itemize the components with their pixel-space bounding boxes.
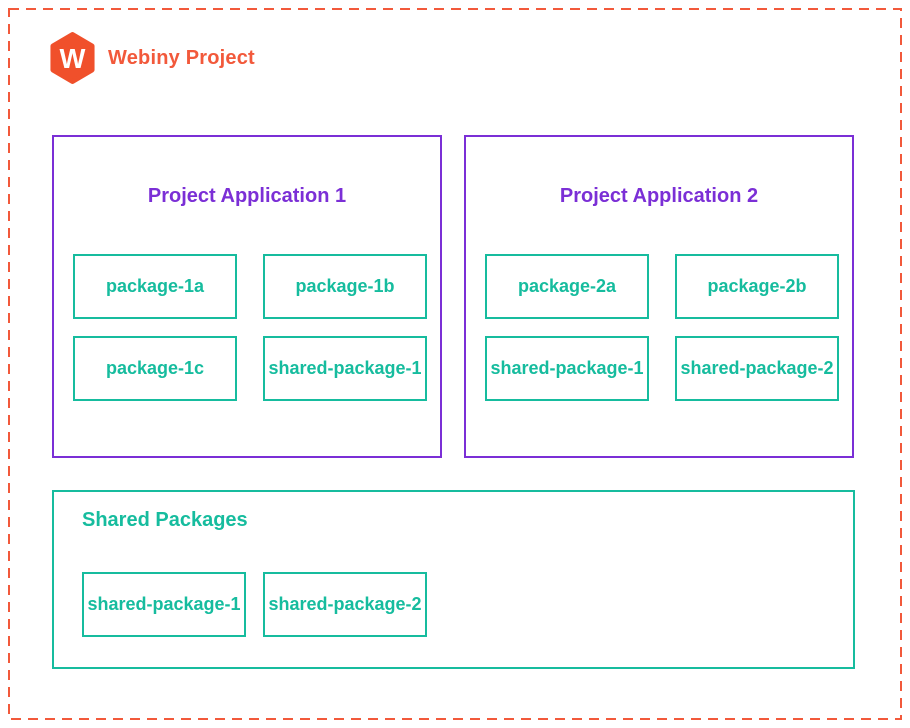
header: W Webiny Project: [48, 31, 255, 85]
page-title: Webiny Project: [108, 46, 255, 69]
project-application-1-title: Project Application 1: [147, 185, 347, 207]
webiny-hexagon-icon: W: [50, 32, 95, 84]
package-box: package-1c: [73, 336, 237, 401]
shared-packages-title: Shared Packages: [82, 509, 248, 531]
project-application-2-packages: package-2a package-2b shared-package-1 s…: [485, 254, 839, 401]
project-application-1-box: Project Application 1 package-1a package…: [52, 135, 442, 458]
package-box: shared-package-1: [485, 336, 649, 401]
package-box: package-1b: [263, 254, 427, 319]
shared-packages-grid: shared-package-1 shared-package-2: [82, 572, 427, 637]
project-application-2-box: Project Application 2 package-2a package…: [464, 135, 854, 458]
shared-packages-box: Shared Packages shared-package-1 shared-…: [52, 490, 855, 669]
package-box: package-2a: [485, 254, 649, 319]
project-application-2-title: Project Application 2: [559, 185, 759, 207]
applications-row: Project Application 1 package-1a package…: [52, 135, 854, 458]
webiny-logo-letter: W: [60, 43, 86, 74]
package-box: shared-package-2: [675, 336, 839, 401]
package-box: shared-package-2: [263, 572, 427, 637]
package-box: package-1a: [73, 254, 237, 319]
package-box: shared-package-1: [263, 336, 427, 401]
package-box: shared-package-1: [82, 572, 246, 637]
package-box: package-2b: [675, 254, 839, 319]
project-application-1-packages: package-1a package-1b package-1c shared-…: [73, 254, 427, 401]
